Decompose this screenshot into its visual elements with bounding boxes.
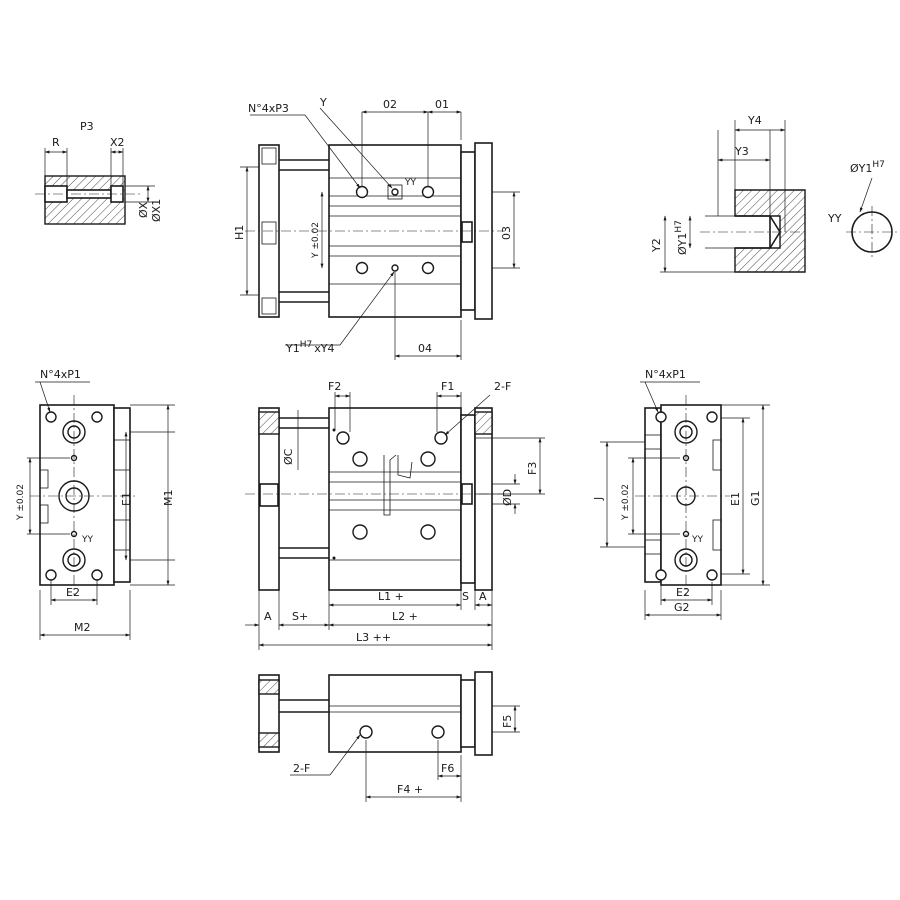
label-y4: Y4 <box>747 114 762 127</box>
label-f3: F3 <box>526 462 539 475</box>
label-l2: L2 + <box>392 610 418 623</box>
label-2f-bottom: 2-F <box>293 762 310 775</box>
label-f6: F6 <box>441 762 454 775</box>
label-yy-detail: YY <box>827 212 842 225</box>
p3-section <box>35 148 155 225</box>
label-o2: 02 <box>383 98 397 111</box>
front-view <box>245 392 545 650</box>
label-f1: F1 <box>441 380 454 393</box>
label-g2: G2 <box>674 601 690 614</box>
label-phic: ØC <box>282 448 295 465</box>
label-phiy1-detail: ØY1H7 <box>674 220 689 255</box>
label-phix: ØX <box>137 201 150 218</box>
label-e1-right: E1 <box>729 492 742 506</box>
label-y1y4-sup: H7 <box>300 340 313 350</box>
label-phiy1-detail-sup: H7 <box>674 220 684 233</box>
label-phiy1-circle: ØY1H7 <box>850 160 885 175</box>
label-m2: M2 <box>74 621 91 634</box>
label-a-left: A <box>264 610 272 623</box>
label-j: J <box>592 497 605 501</box>
y1-detail <box>660 120 898 273</box>
label-n4xp3: N°4xP3 <box>248 102 289 115</box>
label-e2-left: E2 <box>66 586 80 599</box>
right-end-view <box>600 381 770 620</box>
label-e2-right: E2 <box>676 586 690 599</box>
label-a-right: A <box>479 590 487 603</box>
label-y2: Y2 <box>650 238 663 253</box>
label-l3: L3 ++ <box>356 631 391 644</box>
label-f2: F2 <box>328 380 341 393</box>
label-o4: 04 <box>418 342 432 355</box>
label-yy-left: YY <box>81 535 93 545</box>
label-yy-top: YY <box>404 178 416 188</box>
label-p3: P3 <box>80 120 94 133</box>
label-s: S <box>462 590 469 603</box>
label-phiy1-detail-main: ØY1 <box>676 233 689 255</box>
label-y1y4-suffix: xY4 <box>314 342 334 355</box>
bottom-view <box>258 671 520 802</box>
label-n4xp1-left: N°4xP1 <box>40 368 81 381</box>
label-y-top: Y <box>319 96 327 109</box>
label-y3: Y3 <box>734 145 749 158</box>
label-splus: S+ <box>292 610 308 623</box>
label-f4: F4 + <box>397 783 423 796</box>
label-yy-right: YY <box>691 535 703 545</box>
label-phix1: ØX1 <box>150 199 163 222</box>
label-h1: H1 <box>233 225 246 240</box>
label-e1-left: E1 <box>120 492 133 506</box>
label-o1: 01 <box>435 98 449 111</box>
label-f5: F5 <box>501 715 514 728</box>
label-l1: L1 + <box>378 590 404 603</box>
label-y1y4-main: Y1 <box>285 342 300 355</box>
label-g1: G1 <box>749 490 762 506</box>
label-ytol-top: Y ±0.02 <box>311 222 321 259</box>
label-x2: X2 <box>110 136 125 149</box>
label-phid: ØD <box>501 489 514 506</box>
top-view <box>240 107 520 360</box>
label-phiy1-circle-main: ØY1 <box>850 162 872 175</box>
label-r: R <box>52 136 60 149</box>
label-n4xp1-right: N°4xP1 <box>645 368 686 381</box>
label-2f-top: 2-F <box>494 380 511 393</box>
label-ytol-left: Y ±0.02 <box>16 484 26 521</box>
label-o3: 03 <box>500 226 513 240</box>
label-m1: M1 <box>162 490 175 507</box>
label-ytol-right: Y ±0.02 <box>621 484 631 521</box>
left-end-view <box>27 381 175 640</box>
label-phiy1-circle-sup: H7 <box>872 160 885 170</box>
